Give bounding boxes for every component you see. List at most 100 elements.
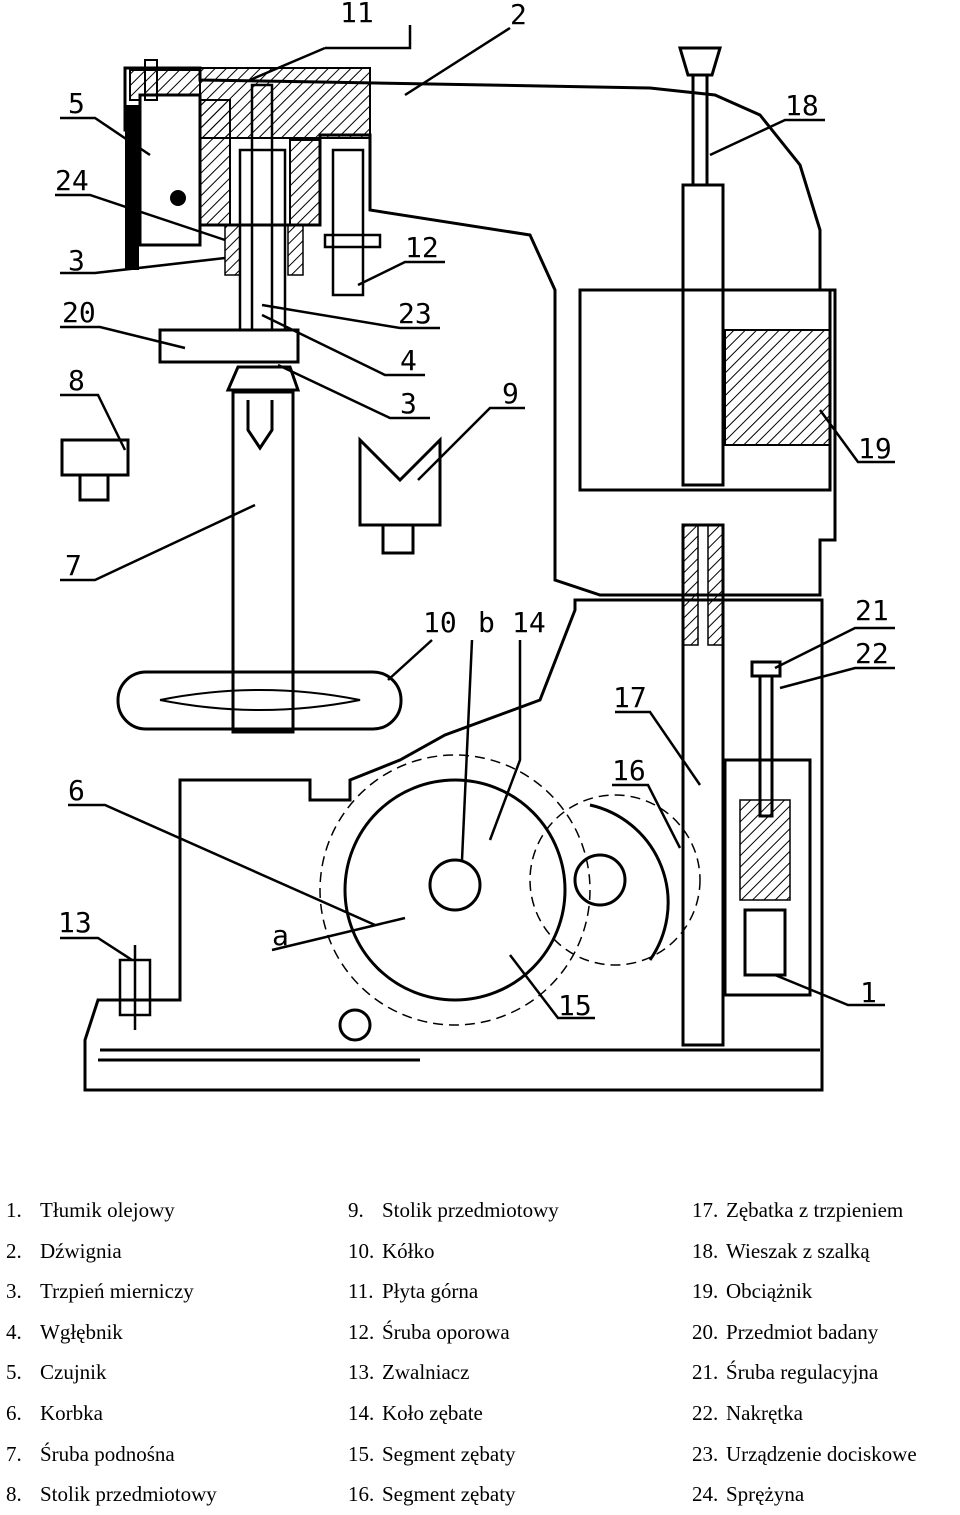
leader-19: [818, 409, 895, 464]
leader-18: [709, 118, 825, 157]
leader-16: [612, 783, 682, 849]
callout-3a: 3: [68, 244, 85, 277]
leader-11b: [249, 46, 326, 82]
leader-21: [774, 626, 895, 670]
rack-hatch: [682, 524, 699, 646]
legend-item: 20.Przedmiot badany: [692, 1319, 879, 1344]
adjust-screw-head: [750, 660, 782, 678]
legend-item: 12.Śruba oporowa: [348, 1319, 510, 1344]
v-block-stem: [381, 523, 415, 555]
callout-22: 22: [855, 637, 889, 670]
gear-hub: [428, 858, 482, 912]
callout-b: b: [478, 606, 495, 639]
legend-item: 19.Obciążnik: [692, 1279, 813, 1304]
leader-2: [404, 26, 511, 97]
gauge-body: [138, 93, 202, 247]
legend-item: 21.Śruba regulacyjna: [692, 1360, 879, 1385]
damper-cylinder: [723, 758, 812, 997]
spindle: [238, 148, 287, 332]
callout-8: 8: [68, 364, 85, 397]
spring-coil: [224, 224, 241, 276]
stop-screw-body: [323, 233, 382, 249]
specimen: [158, 328, 300, 364]
legend-column-1: 1.Tłumik olejowy 2.Dźwignia 3.Trzpień mi…: [6, 1190, 217, 1515]
legend-column-3: 17.Zębatka z trzpieniem 18.Wieszak z sza…: [692, 1190, 917, 1515]
leader-3a: [60, 256, 226, 275]
tilt-pin: [331, 148, 365, 297]
callout-17: 17: [613, 681, 647, 714]
gear-pitch-16: [529, 794, 701, 966]
leader-15: [509, 954, 595, 1020]
legend-item: 3.Trzpień mierniczy: [6, 1279, 194, 1304]
handwheel-spoke: [159, 689, 361, 711]
leader-23: [261, 303, 440, 330]
leader-17: [615, 710, 702, 786]
gauge-dot: [170, 190, 186, 206]
legend-item: 15.Segment zębaty: [348, 1441, 516, 1466]
leader-3b: [277, 363, 430, 420]
callout-24: 24: [55, 164, 89, 197]
leader-7: [60, 503, 256, 582]
lift-screw: [231, 390, 295, 734]
leader-12: [357, 260, 445, 287]
housing-right: [289, 139, 321, 226]
leader-1: [774, 973, 885, 1007]
callout-14: 14: [512, 606, 546, 639]
rack-hatch-2: [707, 524, 724, 646]
legend-item: 11.Płyta górna: [348, 1279, 479, 1304]
hanger-tube: [681, 183, 725, 487]
callout-a: a: [272, 919, 289, 952]
callout-13: 13: [58, 906, 92, 939]
damper-spring: [739, 799, 791, 901]
segment-16: [589, 803, 670, 961]
legend-item: 24.Sprężyna: [692, 1482, 805, 1507]
leader-11: [325, 25, 412, 50]
rack-lower: [681, 523, 725, 1047]
legend-item: 2.Dźwignia: [6, 1238, 122, 1263]
callout-7: 7: [65, 549, 82, 582]
callout-1: 1: [860, 976, 877, 1009]
callout-12: 12: [405, 231, 439, 264]
callout-23: 23: [398, 297, 432, 330]
indenter-tip: [246, 400, 274, 451]
parts-legend: 1.Tłumik olejowy 2.Dźwignia 3.Trzpień mi…: [0, 1190, 960, 1511]
legend-item: 17.Zębatka z trzpieniem: [692, 1198, 904, 1222]
base-body: [83, 598, 824, 1092]
leader-b: [460, 639, 474, 861]
indenter-head: [225, 365, 301, 392]
leader-8: [60, 393, 127, 451]
legend-item: 10.Kółko: [348, 1238, 435, 1263]
housing-left: [199, 99, 231, 226]
gear-right: [573, 853, 627, 907]
legend-item: 1.Tłumik olejowy: [6, 1198, 175, 1222]
callout-20: 20: [62, 296, 96, 329]
legend-item: 13.Zwalniacz: [348, 1360, 470, 1385]
hanger-knob: [677, 46, 723, 77]
weight-hatched: [724, 329, 831, 446]
callout-4: 4: [400, 344, 417, 377]
leader-5: [60, 116, 151, 157]
callout-11: 11: [340, 0, 374, 29]
callout-9: 9: [502, 377, 519, 410]
callout-5: 5: [68, 87, 85, 120]
callout-2: 2: [510, 0, 527, 31]
callout-19: 19: [858, 432, 892, 465]
legend-item: 16.Segment zębaty: [348, 1482, 516, 1507]
callout-21: 21: [855, 594, 889, 627]
leader-13: [60, 936, 133, 962]
hardness-tester-drawing: 11 2 5 18 24 12 3 20 23 4 8 9 3 19 7 21 …: [55, 0, 895, 1092]
damper-piston: [743, 908, 787, 977]
legend-item: 18.Wieszak z szalką: [692, 1238, 870, 1263]
legend-column-2: 9.Stolik przedmiotowy 10.Kółko 11.Płyta …: [348, 1190, 559, 1515]
gauge-stem: [144, 59, 158, 101]
stage-8-stem: [78, 473, 110, 502]
handwheel: [116, 670, 403, 731]
gauge-knurl: [125, 105, 139, 270]
legend-item: 4.Wgłębnik: [6, 1319, 123, 1344]
leader-20: [60, 325, 186, 350]
leader-4: [261, 313, 425, 377]
gear-pitch: [319, 754, 591, 1026]
adjust-screw: [758, 674, 774, 818]
leader-14: [488, 640, 522, 841]
callout-18: 18: [785, 89, 819, 122]
